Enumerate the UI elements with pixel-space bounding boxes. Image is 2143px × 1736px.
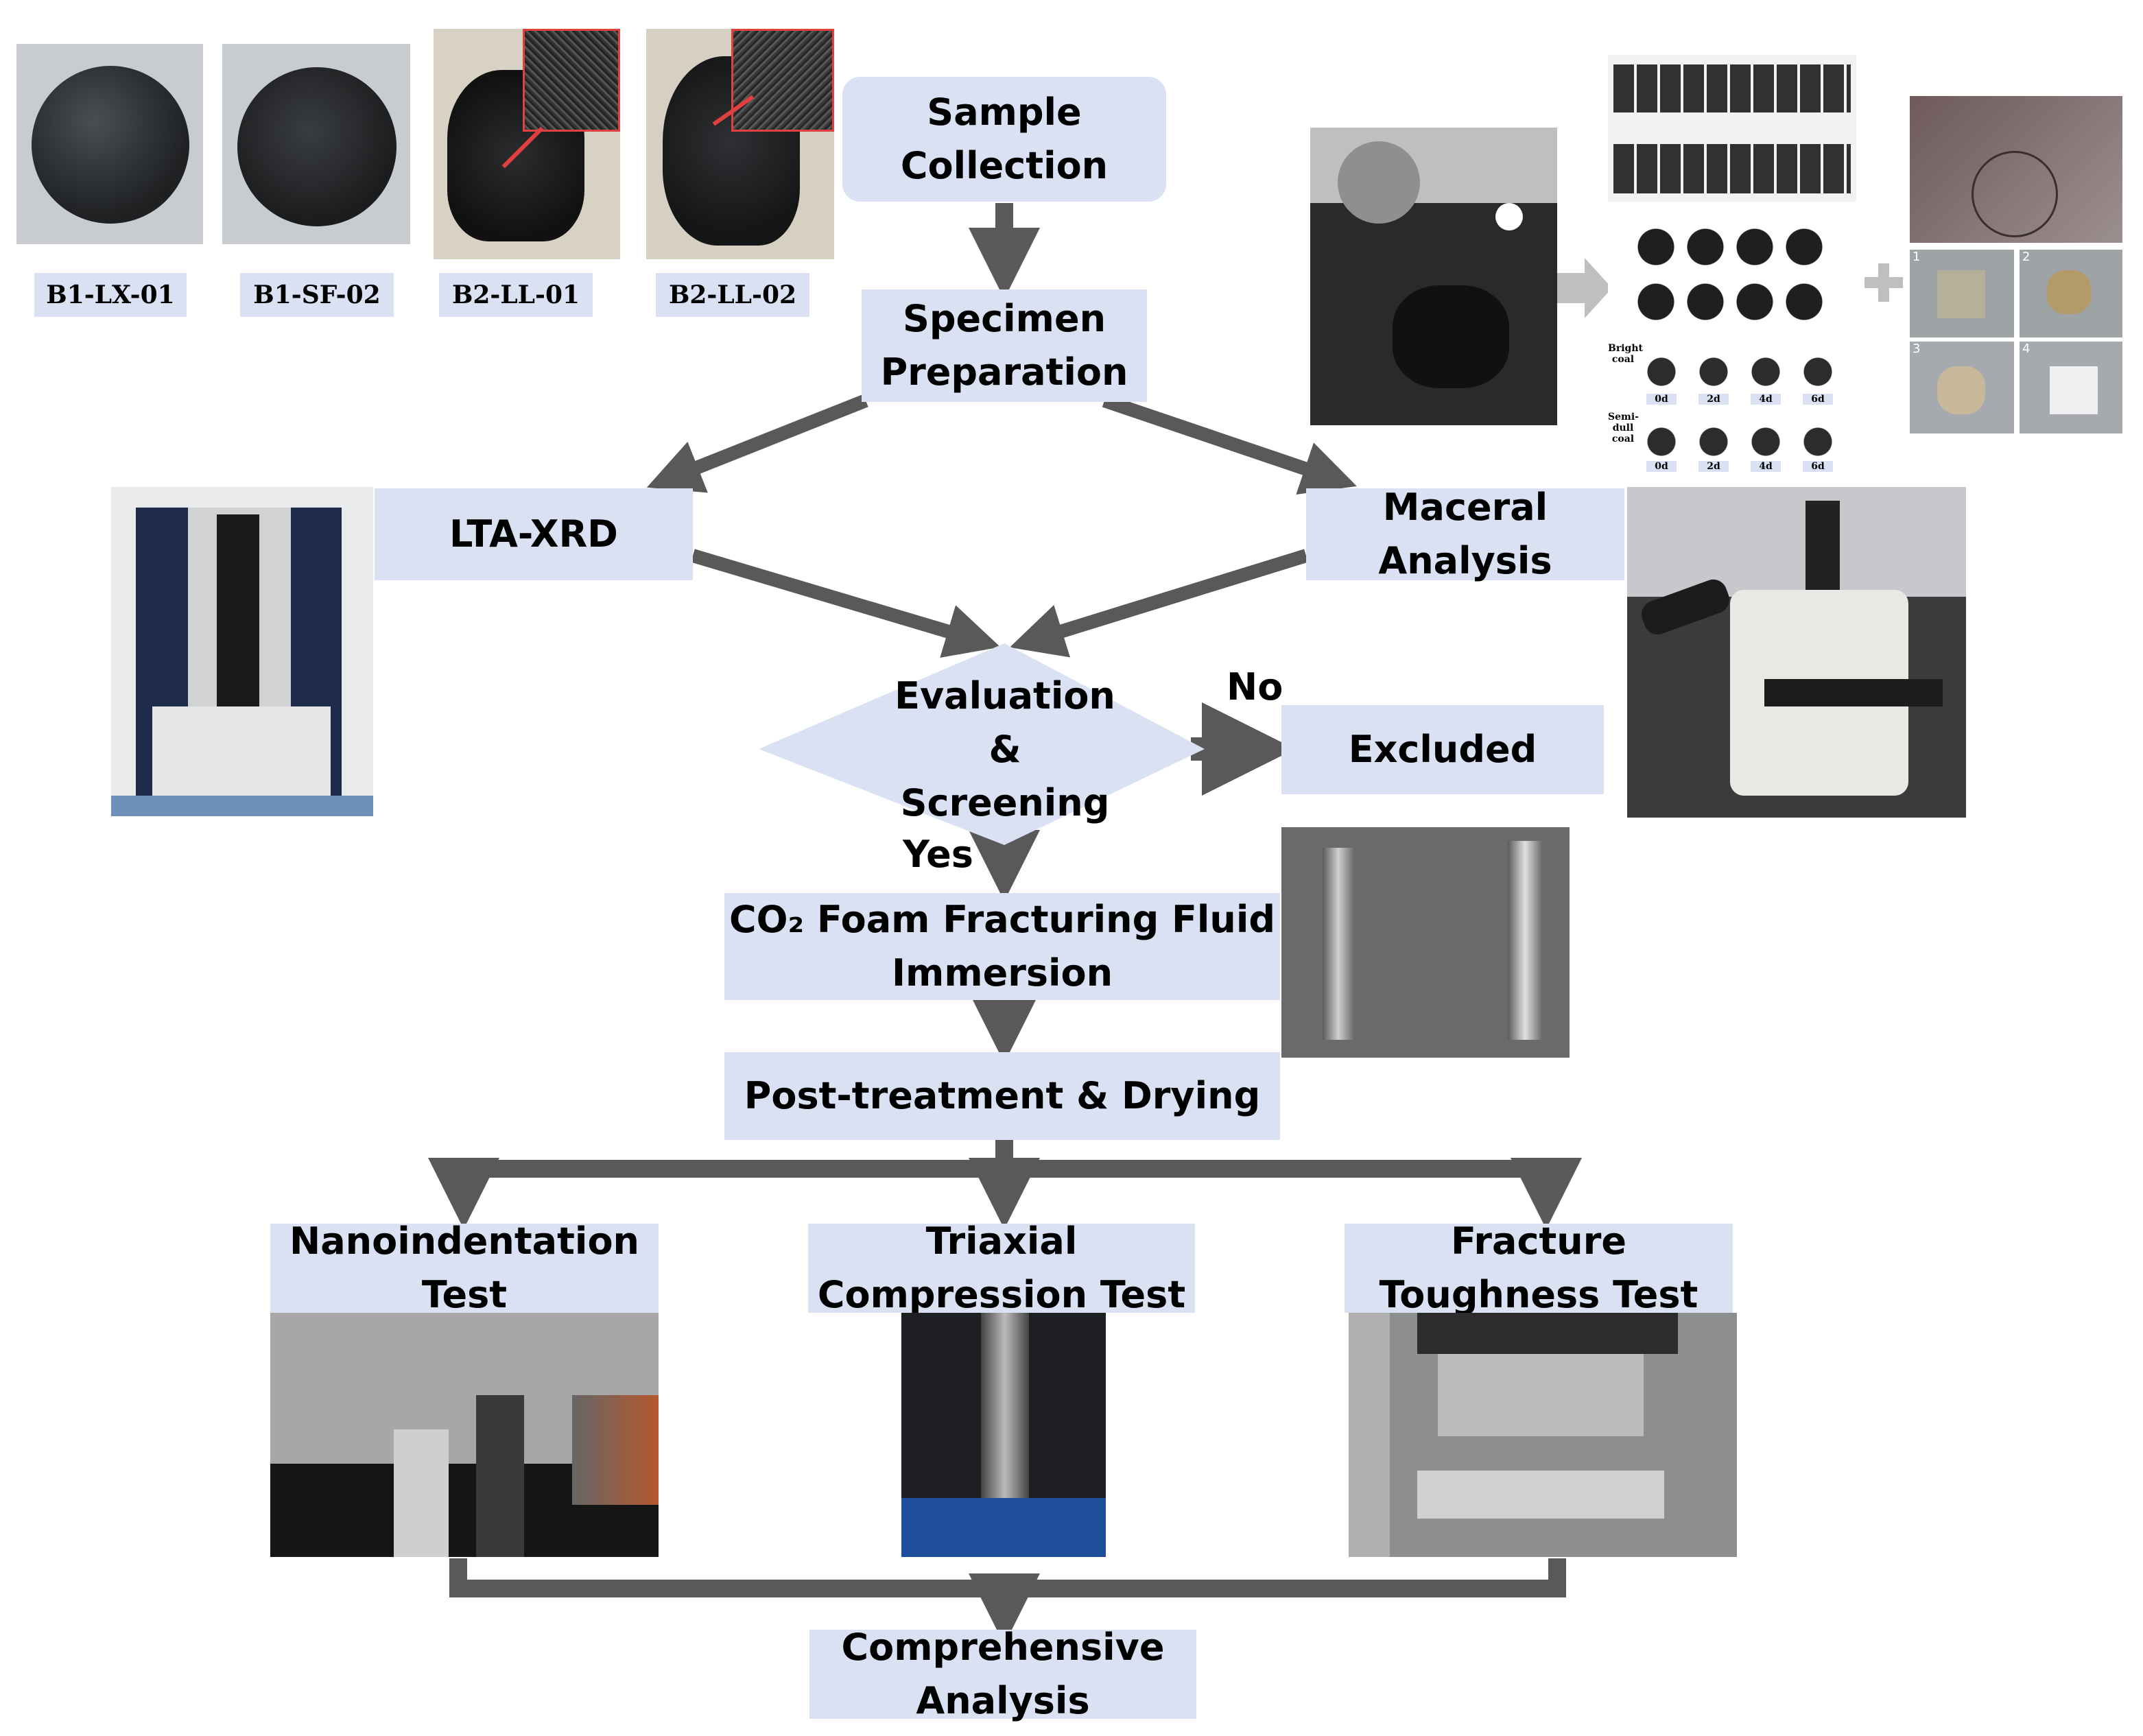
sample-photo-b2-ll-02 — [646, 29, 834, 259]
day-label: 0d — [1646, 394, 1677, 405]
nanoindentation-photo — [270, 1313, 659, 1557]
evaluation-label: Evaluation & Screening — [895, 674, 1115, 824]
specimen-preparation-box: Specimen Preparation — [862, 289, 1147, 402]
microscope-photo — [1627, 487, 1966, 818]
day-label: 0d — [1646, 461, 1677, 472]
day-label: 6d — [1803, 461, 1833, 472]
excluded-box: Excluded — [1281, 705, 1604, 794]
nanoindentation-box: Nanoindentation Test — [270, 1220, 659, 1316]
bright-coal-label: Bright coal — [1608, 343, 1643, 365]
triaxial-compression-photo — [901, 1313, 1106, 1557]
inset-zoom — [731, 29, 834, 132]
polished-section-4: 4 — [2020, 342, 2122, 433]
coring-machine-photo — [1310, 128, 1557, 425]
day-label: 6d — [1803, 394, 1833, 405]
polished-section-1: 1 — [1910, 250, 2014, 337]
day-label: 2d — [1698, 394, 1729, 405]
sample-tag-1: B1-LX-01 — [34, 273, 187, 317]
day-label: 2d — [1698, 461, 1729, 472]
semi-dull-coal-label: Semi- dull coal — [1608, 412, 1639, 444]
cylinder-samples-photo — [1608, 55, 1856, 202]
triaxial-box: Triaxial Compression Test — [808, 1220, 1195, 1316]
sample-tag-2: B1-SF-02 — [240, 273, 394, 317]
day-label: 4d — [1751, 394, 1781, 405]
sample-photo-b2-ll-01 — [434, 29, 620, 259]
immersion-vessel-photo — [1281, 827, 1570, 1058]
xrd-diffractometer-photo — [111, 487, 373, 816]
inset-zoom — [523, 29, 620, 132]
immersed-discs-photo: Bright coal Semi- dull coal 0d 2d 4d 6d … — [1608, 339, 1856, 476]
maceral-analysis-box: Maceral Analysis — [1306, 486, 1624, 582]
yes-label: Yes — [903, 833, 973, 876]
polished-section-overview-photo — [1910, 96, 2122, 243]
sample-photo-b1-lx-01 — [16, 44, 203, 244]
arrow-maceral-to-eval — [1009, 549, 1308, 658]
arrow-prep-to-xrd — [646, 394, 868, 493]
arrow-prep-to-maceral — [1102, 394, 1357, 495]
sample-photo-b1-sf-02 — [222, 44, 410, 244]
merge-bar — [449, 1558, 1566, 1597]
arrow-right-icon — [1557, 258, 1612, 318]
no-label: No — [1227, 665, 1283, 709]
sample-collection-box: Sample Collection — [842, 77, 1166, 202]
polished-section-2: 2 — [2020, 250, 2122, 337]
day-label: 4d — [1751, 461, 1781, 472]
comprehensive-analysis-box: Comprehensive Analysis — [809, 1626, 1196, 1722]
sample-tag-4: B2-LL-02 — [656, 273, 809, 317]
arrow-xrd-to-eval — [691, 549, 1001, 658]
post-treatment-box: Post-treatment & Drying — [724, 1052, 1280, 1140]
polished-section-3: 3 — [1910, 342, 2014, 433]
disc-samples-photo — [1608, 206, 1856, 335]
fracture-toughness-box: Fracture Toughness Test — [1345, 1220, 1733, 1316]
evaluation-diamond — [759, 643, 1205, 845]
fracture-toughness-photo — [1349, 1313, 1737, 1557]
plus-icon — [1864, 263, 1903, 302]
sample-tag-3: B2-LL-01 — [439, 273, 593, 317]
lta-xrd-box: LTA-XRD — [375, 488, 693, 580]
co2-immersion-box: CO₂ Foam Fracturing Fluid Immersion — [724, 893, 1280, 1000]
